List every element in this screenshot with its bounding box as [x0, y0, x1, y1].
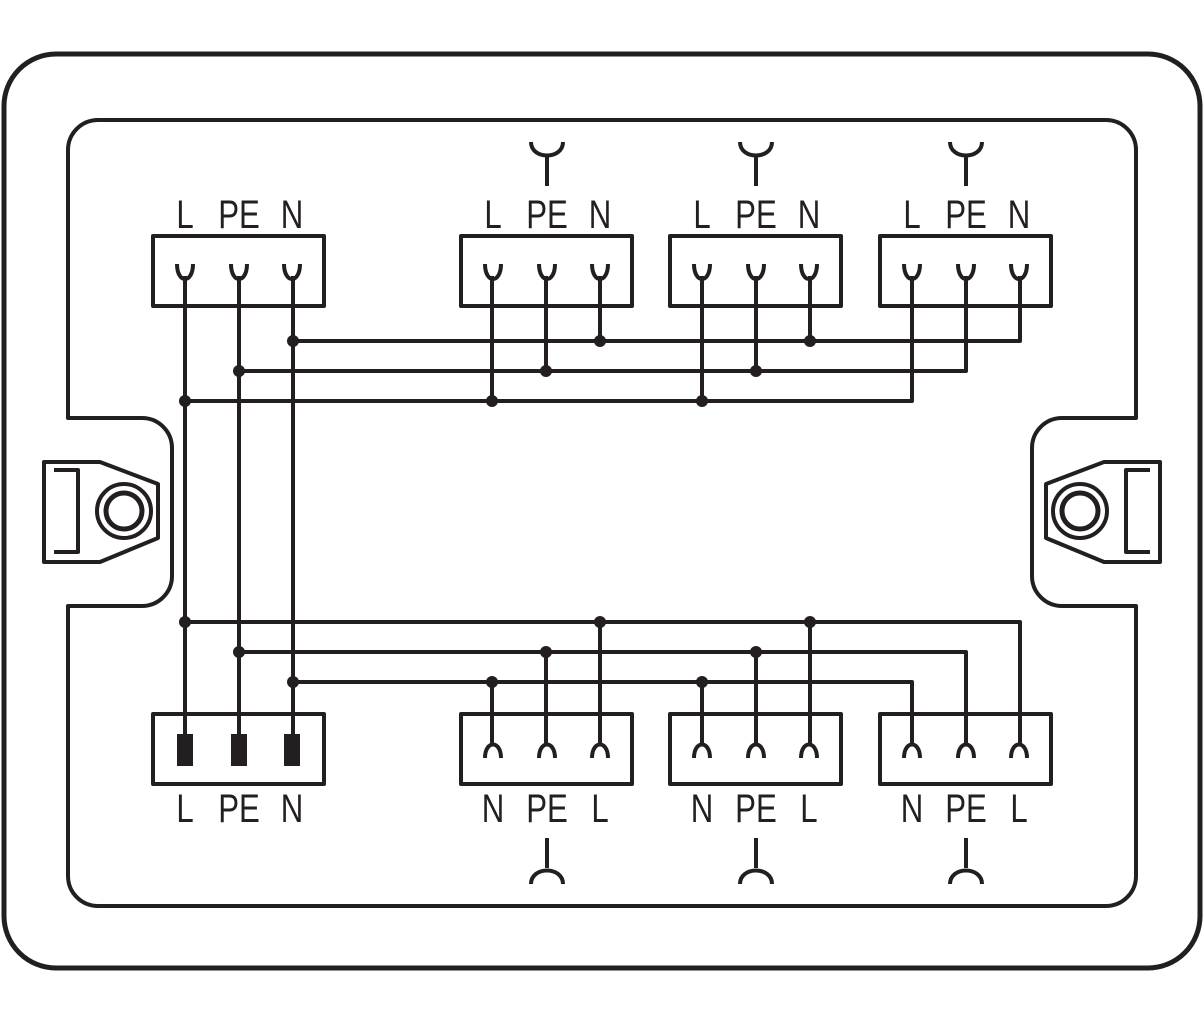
pin-label: PE	[945, 786, 987, 831]
pin-label: L	[484, 192, 501, 237]
pin-receptacle-icon	[746, 742, 766, 759]
socket-y-icon	[738, 141, 774, 186]
top-connector-row: L PE N L PE N L PE N L PE N	[151, 141, 1053, 308]
pin-label: N	[691, 786, 714, 831]
junction-dot	[750, 365, 762, 377]
bus-wiring	[183, 276, 1022, 746]
pin-receptacle-icon	[1009, 742, 1029, 759]
pin-receptacle-icon	[483, 742, 503, 759]
junction-dot	[179, 616, 191, 628]
pin-label: PE	[218, 192, 260, 237]
junction-dot	[287, 335, 299, 347]
junction-dot	[594, 335, 606, 347]
junction-dot	[750, 646, 762, 658]
wire	[185, 276, 914, 403]
pin-label: N	[1008, 192, 1031, 237]
mounting-tab-icon	[1044, 460, 1162, 564]
junction-dot	[696, 676, 708, 688]
pin-solid-icon	[231, 734, 247, 766]
pin-label: PE	[735, 786, 777, 831]
pin-receptacle-icon	[799, 742, 819, 759]
pin-receptacle-icon	[590, 742, 610, 759]
pin-label: L	[176, 192, 193, 237]
pin-receptacle-icon	[902, 742, 922, 759]
pin-label: PE	[735, 192, 777, 237]
wire	[239, 650, 968, 746]
socket-y-icon	[948, 141, 984, 186]
housing-outline	[1, 51, 1203, 971]
junction-dot	[804, 335, 816, 347]
pin-label: PE	[945, 192, 987, 237]
plug-lambda-icon	[529, 838, 565, 885]
pin-label: N	[281, 192, 304, 237]
wire	[185, 620, 1022, 746]
pin-label: L	[176, 786, 193, 831]
plug-lambda-icon	[738, 838, 774, 885]
junction-dot	[540, 646, 552, 658]
pin-label: N	[482, 786, 505, 831]
pin-label: L	[800, 786, 817, 831]
inner-panel-outline	[66, 118, 1138, 908]
mounting-tab-icon	[42, 460, 160, 564]
pin-label: N	[281, 786, 304, 831]
plug-lambda-icon	[948, 838, 984, 885]
pin-label: N	[901, 786, 924, 831]
pin-label: PE	[218, 786, 260, 831]
junction-dot	[696, 395, 708, 407]
pin-receptacle-icon	[537, 742, 557, 759]
junction-dot	[804, 616, 816, 628]
pin-label: PE	[526, 192, 568, 237]
junction-dots	[179, 335, 816, 688]
pin-receptacle-icon	[692, 742, 712, 759]
wire	[239, 276, 968, 373]
connector-out-bottom-3: N PE L	[878, 712, 1053, 885]
pin-receptacle-icon	[956, 742, 976, 759]
junction-dot	[486, 395, 498, 407]
pin-label: N	[798, 192, 821, 237]
junction-dot	[287, 676, 299, 688]
pin-solid-icon	[177, 734, 193, 766]
junction-dot	[486, 676, 498, 688]
junction-dot	[540, 365, 552, 377]
junction-dot	[233, 646, 245, 658]
junction-dot	[233, 365, 245, 377]
pin-solid-icon	[284, 734, 300, 766]
socket-y-icon	[529, 141, 565, 186]
wire	[293, 276, 1022, 343]
junction-dot	[594, 616, 606, 628]
pin-label: L	[1010, 786, 1027, 831]
connector-input-bottom: L PE N	[151, 712, 326, 831]
pin-label: L	[693, 192, 710, 237]
junction-dot	[179, 395, 191, 407]
pin-label: N	[589, 192, 612, 237]
wire	[293, 680, 914, 746]
pin-label: PE	[526, 786, 568, 831]
pin-label: L	[591, 786, 608, 831]
pin-label: L	[903, 192, 920, 237]
